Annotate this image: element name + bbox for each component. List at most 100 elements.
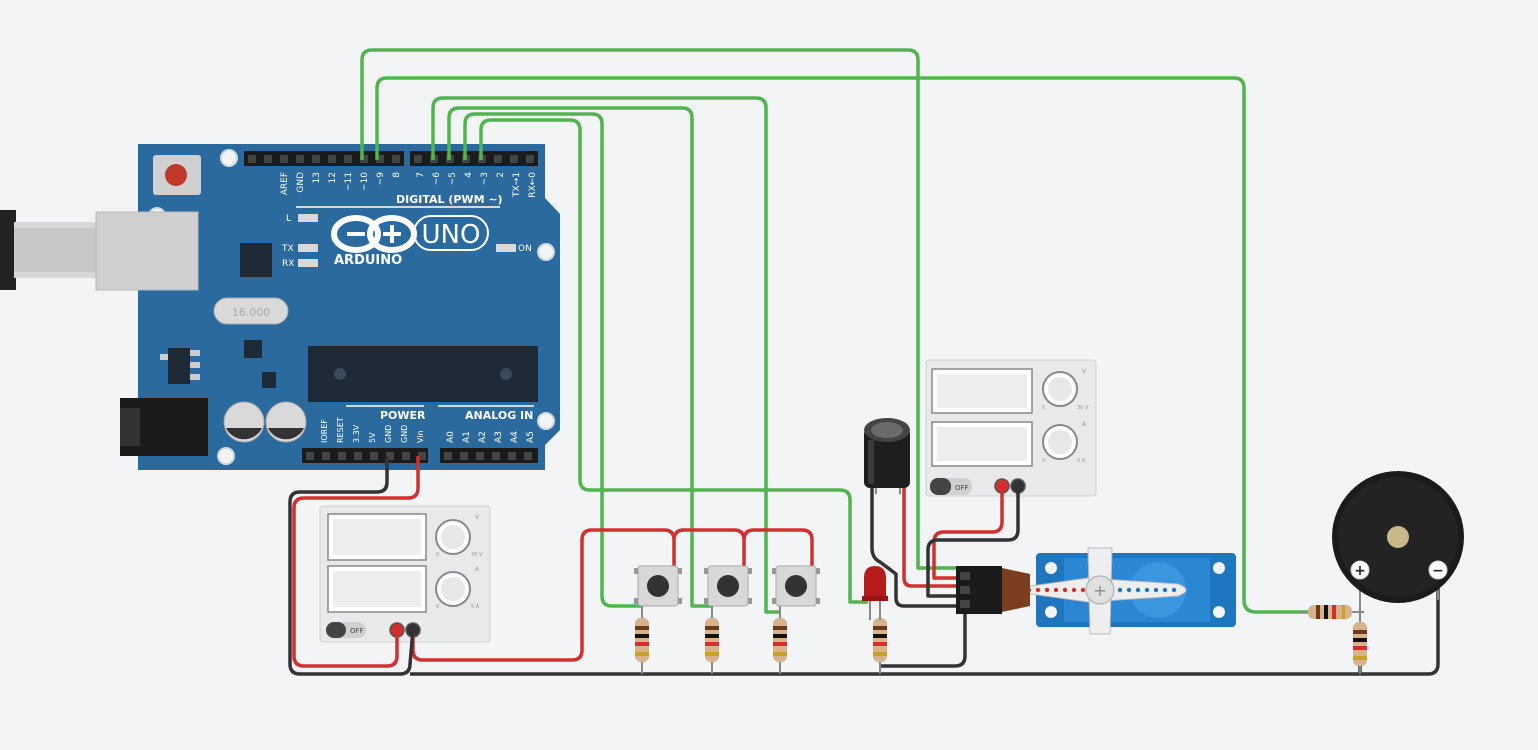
crystal-label: 16.000: [232, 306, 271, 319]
digital-header[interactable]: [244, 151, 538, 166]
servo-horn-plus: +: [1093, 581, 1106, 600]
header-pin[interactable]: [264, 155, 272, 163]
digital-pin-label: 4: [464, 172, 474, 178]
digital-pin-label: 2: [496, 172, 506, 178]
horn-hole: [1053, 587, 1059, 593]
servo-connector[interactable]: [956, 566, 1030, 614]
power-pin-label: 5V: [368, 432, 377, 443]
resistor[interactable]: [705, 606, 719, 674]
analog-pin-label: A3: [494, 431, 504, 443]
board-capacitors: [223, 401, 307, 443]
wire-pin4-button1: [463, 112, 642, 608]
resistor[interactable]: [873, 606, 887, 674]
resistor-buzzer-series[interactable]: [1300, 605, 1364, 619]
header-pin[interactable]: [402, 452, 410, 460]
reset-button[interactable]: [153, 155, 201, 195]
piezo-buzzer[interactable]: + −: [1332, 471, 1464, 618]
header-pin[interactable]: [344, 155, 352, 163]
header-pin[interactable]: [312, 155, 320, 163]
resistor-buzzer-shunt[interactable]: [1353, 612, 1367, 674]
led-on-label: ON: [518, 244, 532, 254]
header-pin[interactable]: [296, 155, 304, 163]
header-pin[interactable]: [418, 452, 426, 460]
header-pin[interactable]: [376, 155, 384, 163]
header-pin[interactable]: [414, 155, 422, 163]
digital-pin-label: ~10: [360, 172, 370, 191]
header-pin[interactable]: [306, 452, 314, 460]
header-pin[interactable]: [510, 155, 518, 163]
horn-hole: [1117, 587, 1123, 593]
pushbutton-3[interactable]: [772, 565, 820, 607]
header-pin[interactable]: [328, 155, 336, 163]
arduino-board[interactable]: 16.000: [95, 144, 560, 470]
usb-chip: [240, 243, 272, 277]
header-pin[interactable]: [508, 452, 516, 460]
header-pin[interactable]: [392, 155, 400, 163]
capacitor[interactable]: [864, 418, 910, 494]
power-pin-label: GND: [400, 425, 409, 443]
red-led[interactable]: [862, 566, 888, 620]
wire-gnd-arduino: [288, 456, 415, 676]
pushbutton-2[interactable]: [704, 565, 752, 607]
usb-port: [95, 211, 199, 291]
ps2-amin: 0: [1042, 458, 1045, 464]
wire-vin: [292, 456, 420, 668]
led-tx-label: TX: [281, 244, 294, 254]
header-pin[interactable]: [248, 155, 256, 163]
wire-pin6-button3: [431, 96, 780, 614]
horn-hole: [1126, 587, 1132, 593]
analog-pin-label: A1: [462, 431, 472, 443]
signal-wires[interactable]: [360, 48, 1310, 614]
led-l-label: L: [286, 214, 291, 224]
resistors[interactable]: [635, 606, 1367, 674]
buzzer-plus-label: +: [1354, 563, 1366, 579]
header-pin[interactable]: [444, 452, 452, 460]
power-switch-1[interactable]: OFF: [326, 622, 366, 638]
servo-horn-holes: [1017, 587, 1177, 593]
wire-gnd-servo: [880, 612, 967, 668]
digital-pin-label: 7: [416, 172, 426, 178]
analog-label: ANALOG IN: [465, 409, 533, 422]
power-wires[interactable]: [292, 456, 1004, 668]
header-pin[interactable]: [476, 452, 484, 460]
header-pin[interactable]: [280, 155, 288, 163]
header-pin[interactable]: [460, 452, 468, 460]
wire-pin10-servo: [360, 48, 960, 570]
power-switch-2[interactable]: OFF: [930, 478, 972, 495]
header-pin[interactable]: [370, 452, 378, 460]
header-pin[interactable]: [492, 452, 500, 460]
resistor[interactable]: [773, 606, 787, 674]
header-pin[interactable]: [360, 155, 368, 163]
header-pin[interactable]: [338, 452, 346, 460]
power-label: POWER: [380, 409, 426, 422]
header-pin[interactable]: [322, 452, 330, 460]
resistor[interactable]: [635, 606, 649, 674]
analog-pin-label: A4: [510, 431, 520, 443]
digital-pin-label: TX→1: [512, 172, 522, 198]
header-pin[interactable]: [526, 155, 534, 163]
digital-pin-label: 8: [392, 172, 402, 178]
header-pin[interactable]: [386, 452, 394, 460]
dc-jack[interactable]: [120, 398, 208, 456]
wire-ps2-gnd: [926, 486, 1020, 598]
wire-pin5-button2: [447, 106, 712, 608]
power-pin-label: 3.3V: [352, 424, 361, 443]
header-pin[interactable]: [524, 452, 532, 460]
wire-cap-black: [870, 488, 960, 608]
power-pin-label: GND: [384, 425, 393, 443]
horn-hole: [1035, 587, 1041, 593]
ps2-amax: 5 A: [1077, 458, 1086, 464]
digital-pin-label: AREF: [280, 172, 290, 195]
wire-pin9-buzzer: [375, 76, 1310, 614]
header-pin[interactable]: [494, 155, 502, 163]
ps2-vunit: V: [1082, 368, 1087, 375]
power-pin-label: IOREF: [320, 419, 329, 443]
servo-motor[interactable]: +: [1002, 547, 1236, 635]
ps1-vmin: 0: [436, 552, 439, 558]
power-supply-2[interactable]: 0 30 V 0 5 A V A OFF: [925, 359, 1097, 497]
power-supply-1[interactable]: 0 30 V 0 5 A V A OFF: [319, 505, 491, 643]
pushbutton-1[interactable]: [634, 565, 682, 607]
power-pin-label: Vin: [416, 430, 425, 443]
header-pin[interactable]: [354, 452, 362, 460]
